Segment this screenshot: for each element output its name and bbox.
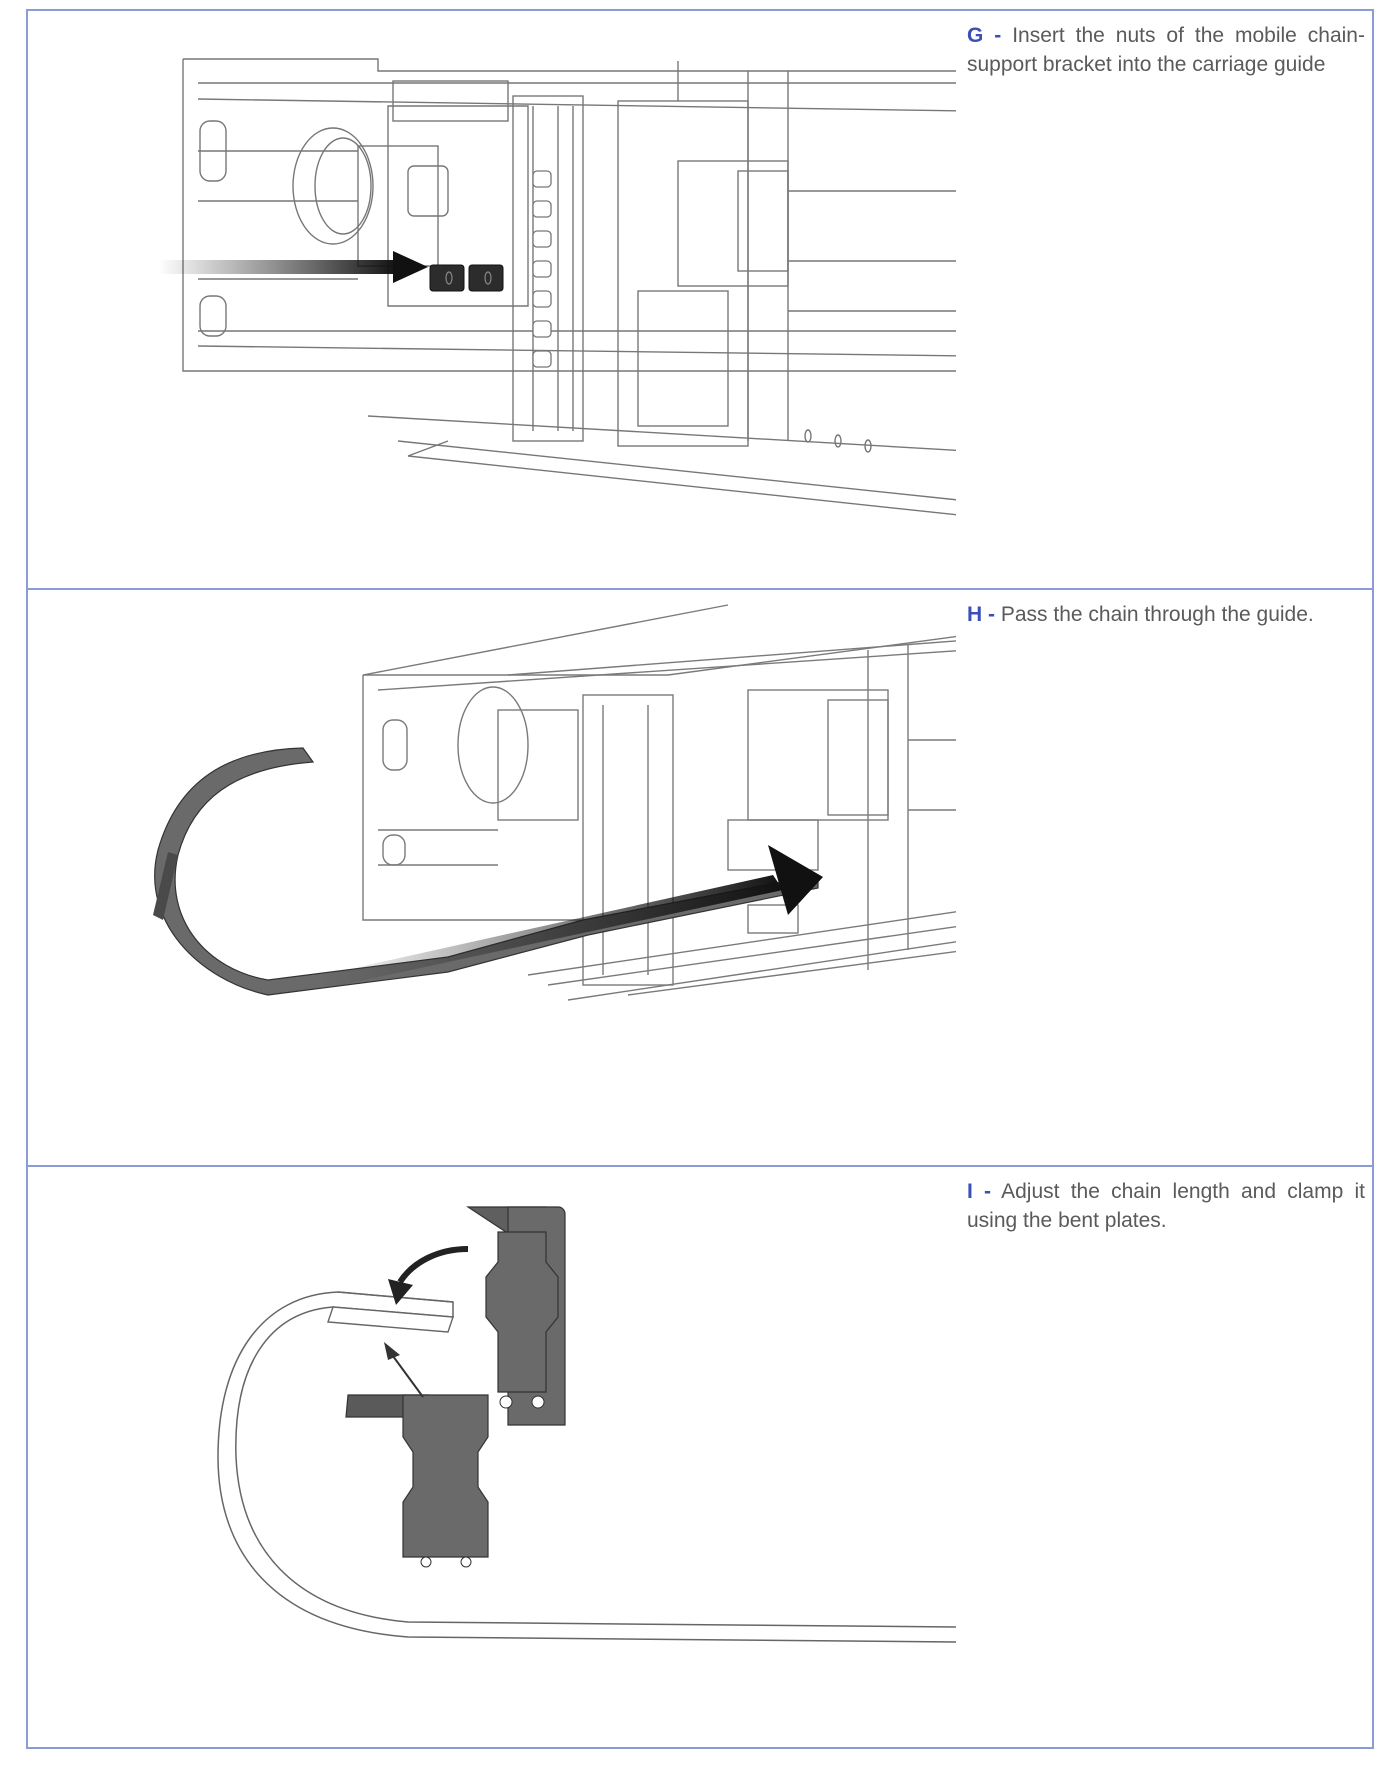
step-h-caption: H - Pass the chain through the guide. <box>967 600 1365 629</box>
step-h-text: Pass the chain through the guide. <box>1000 603 1314 626</box>
step-g-caption: G - Insert the nuts of the mobile chain-… <box>967 21 1365 79</box>
instruction-sheet: G - Insert the nuts of the mobile chain-… <box>26 9 1374 1749</box>
step-i-panel: I - Adjust the chain length and clamp it… <box>28 1165 1372 1747</box>
step-g-panel: G - Insert the nuts of the mobile chain-… <box>28 11 1372 588</box>
step-g-text: Insert the nuts of the mobile chain-supp… <box>967 24 1365 76</box>
step-g-letter: G - <box>967 24 1002 47</box>
step-g-illustration <box>28 11 956 588</box>
step-h-letter: H - <box>967 603 995 626</box>
step-i-text: Adjust the chain length and clamp it usi… <box>967 1180 1365 1232</box>
step-i-caption: I - Adjust the chain length and clamp it… <box>967 1177 1365 1235</box>
step-h-illustration <box>28 590 956 1165</box>
step-i-illustration <box>28 1167 956 1747</box>
step-i-letter: I - <box>967 1180 992 1203</box>
step-h-panel: H - Pass the chain through the guide. <box>28 588 1372 1165</box>
